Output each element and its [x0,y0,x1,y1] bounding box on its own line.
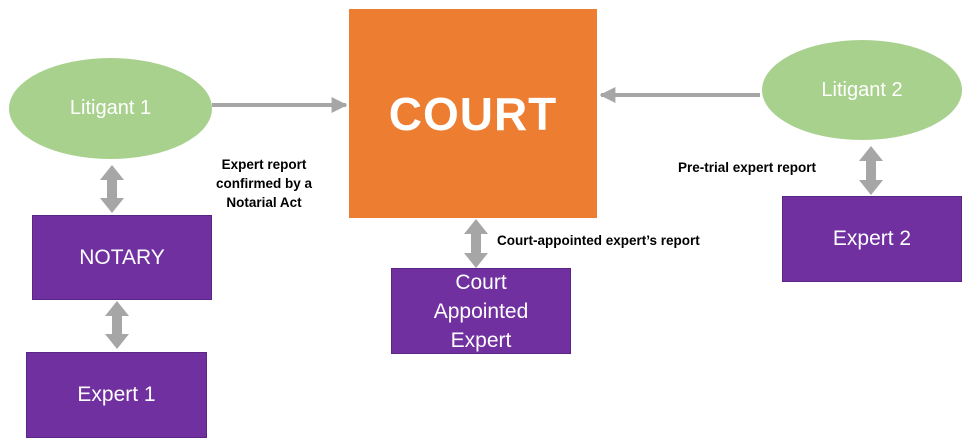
pretrial-report-caption: Pre-trial expert report [678,160,817,175]
double-arrow-litigant2-expert2 [859,146,883,195]
double-arrow-court-courtexpert [464,219,488,268]
notarial-caption-line3: Notarial Act [226,195,302,210]
expert1-box: Expert 1 [26,352,207,438]
court-appointed-expert-line1: Court [455,270,507,294]
court-appointed-expert-box: Court Appointed Expert [391,268,571,354]
notary-box: NOTARY [32,215,212,300]
litigant1-label: Litigant 1 [69,97,152,119]
court-appointed-report-caption: Court-appointed expert’s report [497,233,700,248]
notarial-caption-line1: Expert report [221,157,307,172]
litigant1-ellipse: Litigant 1 [9,58,212,159]
notarial-caption-line2: confirmed by a [215,176,313,191]
court-appointed-expert-line2: Appointed [433,299,529,323]
court-box: COURT [349,9,597,218]
court-appointed-expert-line3: Expert [450,328,512,352]
expert1-label: Expert 1 [77,383,156,406]
notarial-report-caption: Expert report confirmed by a Notarial Ac… [204,155,324,212]
expert2-label: Expert 2 [832,227,912,250]
double-arrow-litigant1-notary [100,165,124,213]
notary-label: NOTARY [79,245,165,269]
litigant2-ellipse: Litigant 2 [762,40,962,140]
litigant2-label: Litigant 2 [821,78,903,101]
court-label: COURT [388,87,558,140]
double-arrow-notary-expert1 [105,301,129,349]
expert2-box: Expert 2 [782,196,962,282]
